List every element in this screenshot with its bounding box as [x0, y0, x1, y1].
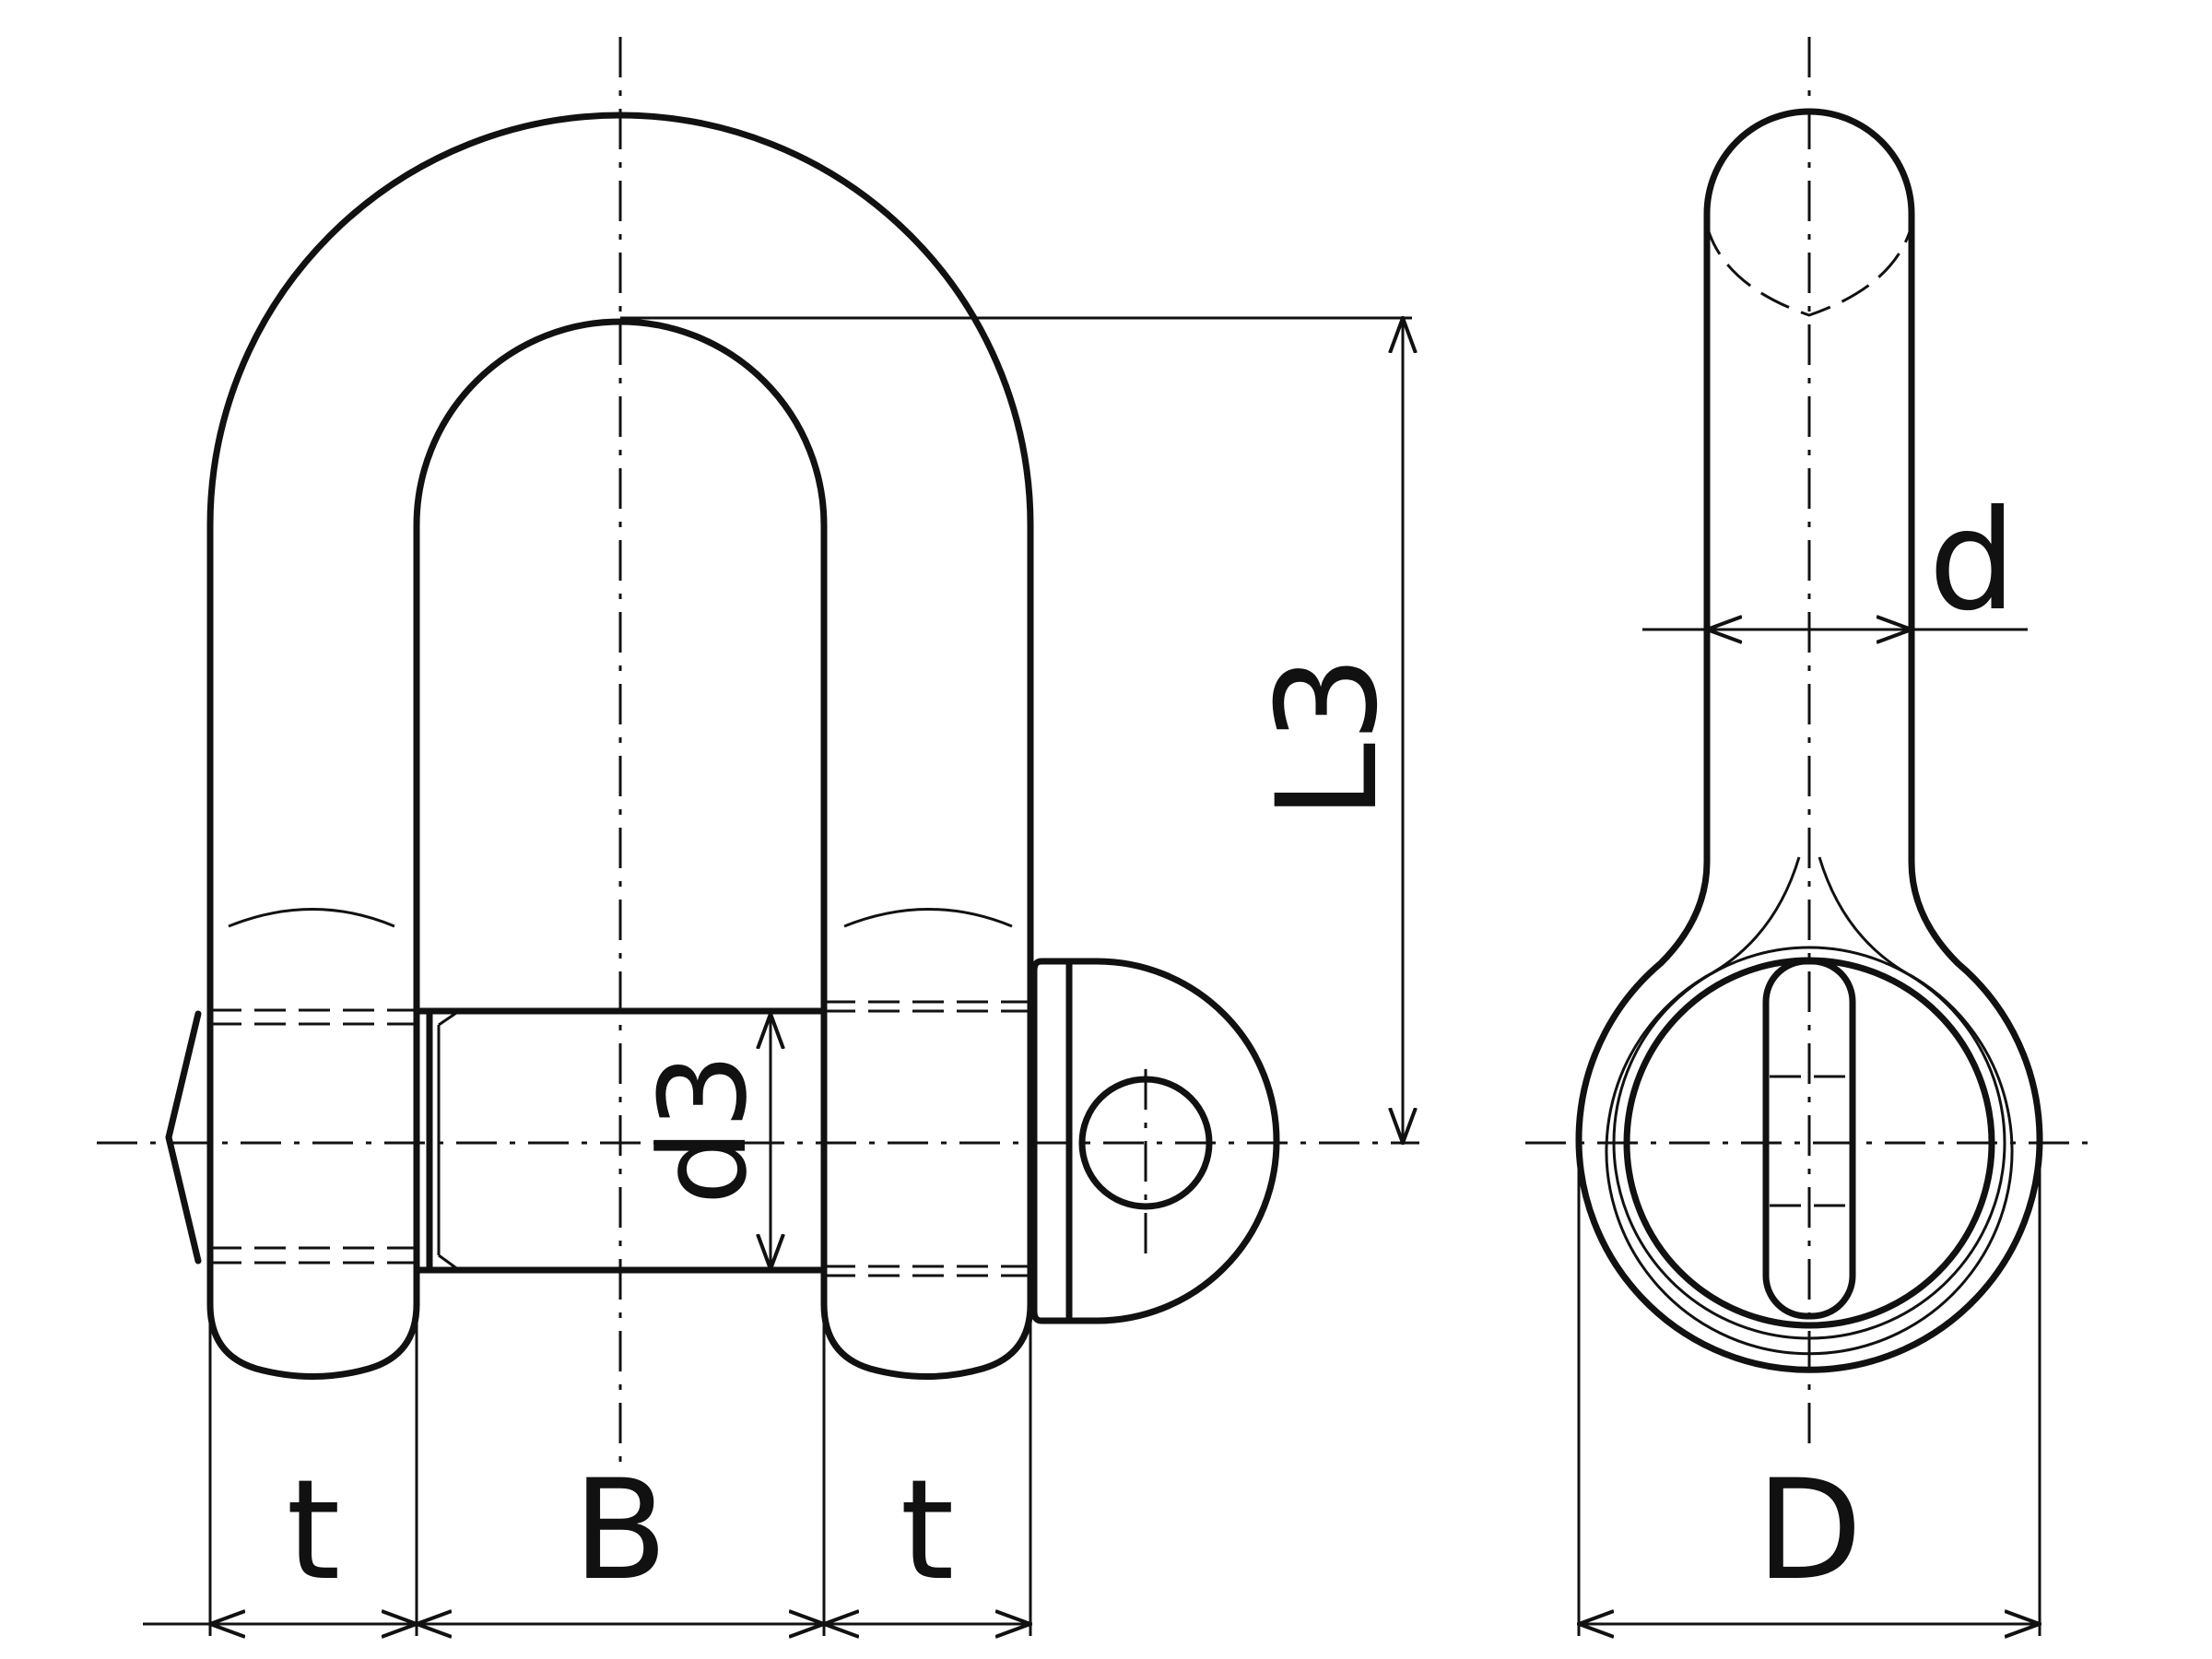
right-leg-foot	[820, 1300, 1034, 1380]
dimension-d3: d3	[633, 1014, 773, 1269]
L3-label: L3	[1248, 654, 1408, 819]
pin-head	[1030, 958, 1280, 1324]
side-hidden-top-arc	[1705, 225, 1913, 317]
pin-chamfer-top	[438, 1009, 460, 1027]
front-view: L3 d3 t B t	[97, 37, 1419, 1636]
D-label: D	[1756, 1451, 1863, 1611]
t-right-label: t	[900, 1451, 955, 1611]
front-centerlines	[97, 37, 1419, 1465]
shackle-pin	[165, 1000, 1030, 1277]
pin-point	[165, 1010, 202, 1265]
B-label: B	[573, 1451, 668, 1611]
dimension-bottom-front: t B t	[143, 1309, 1030, 1636]
right-bend-marker	[843, 908, 1013, 928]
side-view: d D	[1525, 37, 2092, 1636]
pin-chamfer-bottom	[438, 1253, 460, 1272]
dimension-d: d	[1642, 481, 2028, 641]
pin-head-hole	[1078, 1076, 1213, 1210]
dimension-L3: L3	[620, 318, 1412, 1143]
pin-head-outline	[1030, 958, 1280, 1324]
t-left-label: t	[287, 1451, 341, 1611]
side-centerlines	[1525, 37, 2092, 1456]
bow-outer-outline	[206, 112, 1034, 529]
side-eye-inner-circle	[1612, 946, 2006, 1340]
side-eye-inner-contour	[1605, 856, 2014, 1356]
left-bend-marker	[228, 908, 395, 928]
left-leg-foot	[206, 1300, 420, 1380]
side-outer-outline	[1575, 108, 2043, 1373]
bow-inner-outline	[413, 318, 828, 529]
d-label: d	[1928, 481, 2016, 641]
side-pin-slot	[1762, 958, 1856, 1320]
dimension-D: D	[1579, 1143, 2040, 1636]
shackle-bow	[206, 112, 1034, 1380]
d3-label: d3	[633, 1053, 773, 1205]
